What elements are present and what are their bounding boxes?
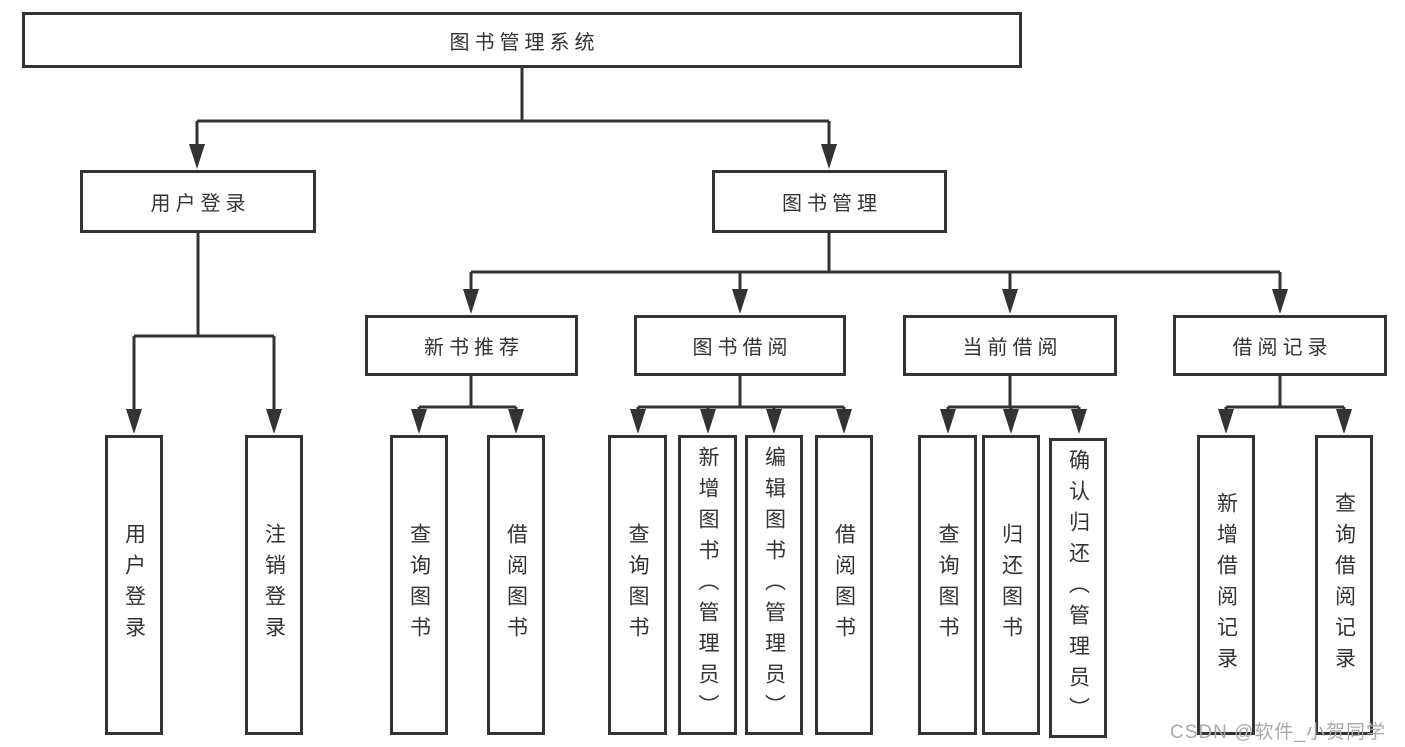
leaf-add-borrow-record: 新增借阅记录 — [1197, 435, 1255, 735]
node-label: 注销登录 — [262, 523, 286, 647]
node-label: 查询图书 — [626, 523, 649, 647]
node-label: 借阅图书 — [504, 523, 528, 647]
node-label: 借阅图书 — [832, 523, 856, 647]
node-current-borrowing: 当前借阅 — [903, 315, 1117, 376]
node-borrow-records: 借阅记录 — [1173, 315, 1387, 376]
node-label: 编辑图书（管理员） — [762, 445, 786, 725]
leaf-borrow-books-newbooks: 借阅图书 — [487, 435, 545, 735]
leaf-query-books-borrowing: 查询图书 — [608, 435, 667, 735]
node-label: 用户登录 — [150, 193, 251, 215]
node-label: 当前借阅 — [962, 337, 1063, 359]
leaf-query-borrow-record: 查询借阅记录 — [1315, 435, 1373, 735]
node-label: 查询图书 — [407, 523, 431, 647]
node-label: 新增图书（管理员） — [696, 445, 719, 725]
node-book-borrowing: 图书借阅 — [634, 315, 846, 376]
leaf-edit-books-admin: 编辑图书（管理员） — [745, 435, 803, 735]
leaf-confirm-return-admin: 确认归还（管理员） — [1049, 438, 1107, 738]
node-new-book-recommend: 新书推荐 — [365, 315, 578, 376]
node-label: 确认归还（管理员） — [1066, 448, 1090, 728]
node-library-management-system: 图书管理系统 — [22, 12, 1022, 68]
node-label: 新书推荐 — [424, 337, 524, 359]
leaf-borrow-books-borrowing: 借阅图书 — [815, 435, 873, 735]
node-label: 图书借阅 — [692, 337, 793, 359]
node-label: 用户登录 — [122, 523, 146, 647]
leaf-query-books-current: 查询图书 — [918, 435, 977, 735]
leaf-add-books-admin: 新增图书（管理员） — [678, 435, 737, 735]
csdn-watermark: CSDN @软件_小贺同学 — [1170, 722, 1386, 743]
node-label: 图书管理系统 — [449, 31, 600, 54]
leaf-query-books-newbooks: 查询图书 — [390, 435, 448, 735]
node-book-management: 图书管理 — [712, 170, 947, 233]
node-label: 查询图书 — [936, 523, 959, 647]
node-label: 归还图书 — [999, 523, 1023, 647]
node-label: 新增借阅记录 — [1214, 492, 1238, 678]
node-label: 图书管理 — [782, 193, 882, 215]
node-user-login: 用户登录 — [80, 170, 316, 233]
node-label: 查询借阅记录 — [1332, 492, 1356, 678]
leaf-return-books: 归还图书 — [982, 435, 1040, 735]
node-label: 借阅记录 — [1232, 337, 1333, 359]
leaf-logout: 注销登录 — [245, 435, 303, 735]
leaf-user-login: 用户登录 — [105, 435, 163, 735]
